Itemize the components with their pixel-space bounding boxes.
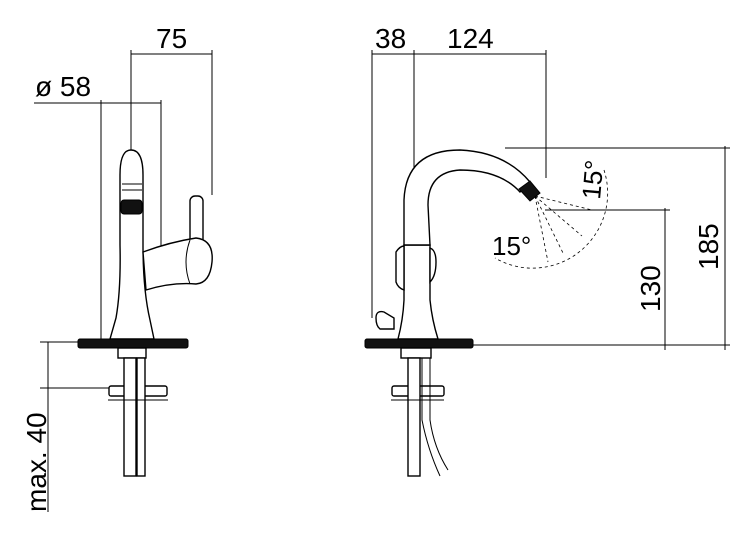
upper-spray-angle: 15° <box>576 159 609 201</box>
side-outlet-height-dimension: 130 <box>635 265 666 312</box>
side-view: 38 124 130 185 15° 15° <box>364 23 730 477</box>
front-diameter-dimension: ø 58 <box>35 71 91 102</box>
lower-spray-angle: 15° <box>492 231 531 261</box>
front-view: 75 ø 58 max. 40 <box>21 23 213 512</box>
side-total-height-dimension: 185 <box>693 223 724 270</box>
front-max-thickness-dimension: max. 40 <box>21 412 52 512</box>
side-offset-dimension: 38 <box>375 23 406 54</box>
side-reach-dimension: 124 <box>447 23 494 54</box>
front-width-dimension: 75 <box>156 23 187 54</box>
